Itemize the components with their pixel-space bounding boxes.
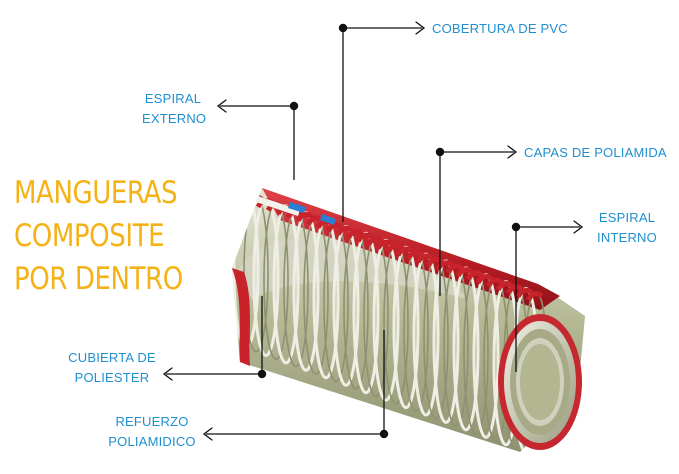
- label-inner-spiral-line-1: ESPIRAL: [596, 208, 658, 228]
- label-outer-spiral-line-1: ESPIRAL: [142, 89, 204, 109]
- hose-red-cover-segment: [238, 194, 252, 200]
- label-outer-spiral: ESPIRAL EXTERNO: [142, 89, 204, 129]
- label-polyamide-reinforcement-line-2: POLIAMIDICO: [104, 432, 200, 452]
- dot-marker-icon: [380, 430, 388, 438]
- label-inner-spiral: ESPIRAL INTERNO: [596, 208, 658, 248]
- label-pvc-cover: COBERTURA DE PVC: [432, 19, 568, 39]
- label-polyamide-reinforcement: REFUERZO POLIAMIDICO: [104, 412, 200, 452]
- composite-hose-illustration: [232, 188, 585, 456]
- label-pvc-cover-text: COBERTURA DE PVC: [432, 19, 568, 39]
- dot-marker-icon: [339, 24, 347, 32]
- leader-pvc-cover: [343, 28, 422, 222]
- leader-outer-spiral: [220, 106, 294, 180]
- dot-marker-icon: [290, 102, 298, 110]
- label-polyamide-layers-text: CAPAS DE POLIAMIDA: [524, 143, 667, 163]
- dot-marker-icon: [258, 370, 266, 378]
- label-polyester-cover-line-1: CUBIERTA DE: [64, 348, 160, 368]
- dot-marker-icon: [512, 223, 520, 231]
- label-polyester-cover: CUBIERTA DE POLIESTER: [64, 348, 160, 388]
- label-polyester-cover-line-2: POLIESTER: [64, 368, 160, 388]
- label-polyamide-reinforcement-line-1: REFUERZO: [104, 412, 200, 432]
- dot-marker-icon: [436, 148, 444, 156]
- label-polyamide-layers: CAPAS DE POLIAMIDA: [524, 143, 667, 163]
- label-outer-spiral-line-2: EXTERNO: [142, 109, 204, 129]
- label-inner-spiral-line-2: INTERNO: [596, 228, 658, 248]
